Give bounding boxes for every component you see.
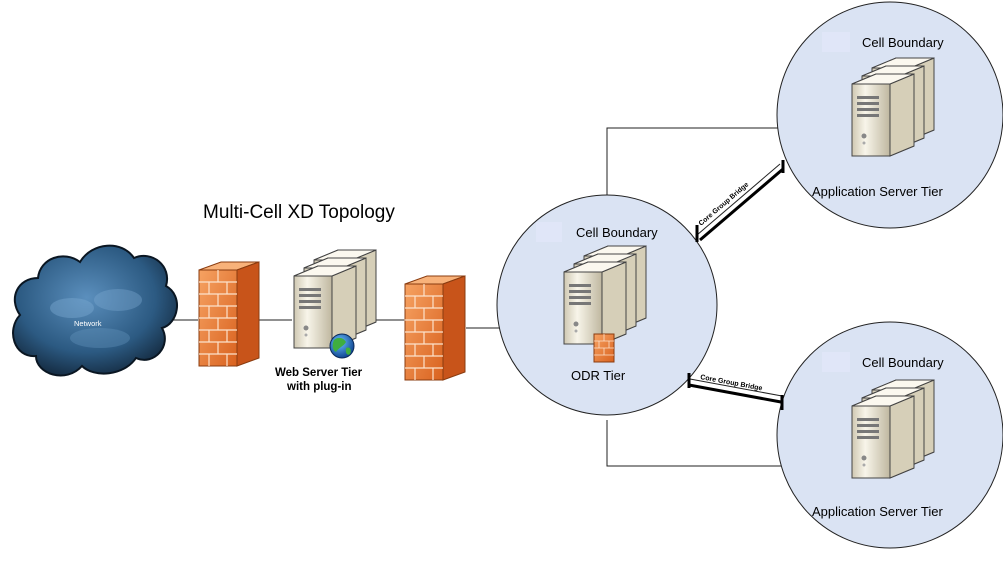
odr-server-icon bbox=[564, 246, 646, 363]
app-cell-bottom-badge-icon bbox=[822, 352, 850, 372]
web-tier-label-line1: Web Server Tier bbox=[275, 367, 363, 379]
core-group-bridge-bottom: Core Group Bridge bbox=[687, 373, 784, 410]
app-cell-top-tier-label: Application Server Tier bbox=[812, 184, 943, 199]
mini-firewall-icon bbox=[593, 333, 615, 363]
link-odr-top-cell bbox=[606, 127, 783, 195]
app-cell-top-badge-icon bbox=[822, 32, 850, 52]
odr-cell-boundary-label: Cell Boundary bbox=[576, 225, 658, 240]
diagram-title: Multi-Cell XD Topology bbox=[203, 202, 395, 223]
app-cell-bottom-boundary-label: Cell Boundary bbox=[862, 355, 944, 370]
web-tier-label-line2: with plug-in bbox=[286, 381, 352, 393]
odr-cell-badge-icon bbox=[536, 222, 562, 242]
network-cloud-icon bbox=[12, 244, 179, 377]
network-label: Network bbox=[74, 319, 102, 328]
web-server-icon bbox=[294, 250, 376, 359]
app-cell-bottom-tier-label: Application Server Tier bbox=[812, 504, 943, 519]
link-odr-bottom-cell bbox=[606, 420, 783, 467]
app-cell-top-boundary-label: Cell Boundary bbox=[862, 35, 944, 50]
odr-tier-label: ODR Tier bbox=[571, 368, 626, 383]
firewall-right-icon bbox=[404, 275, 466, 381]
firewall-left-icon bbox=[198, 261, 260, 367]
core-group-bridge-top: Core Group Bridge bbox=[695, 160, 785, 242]
